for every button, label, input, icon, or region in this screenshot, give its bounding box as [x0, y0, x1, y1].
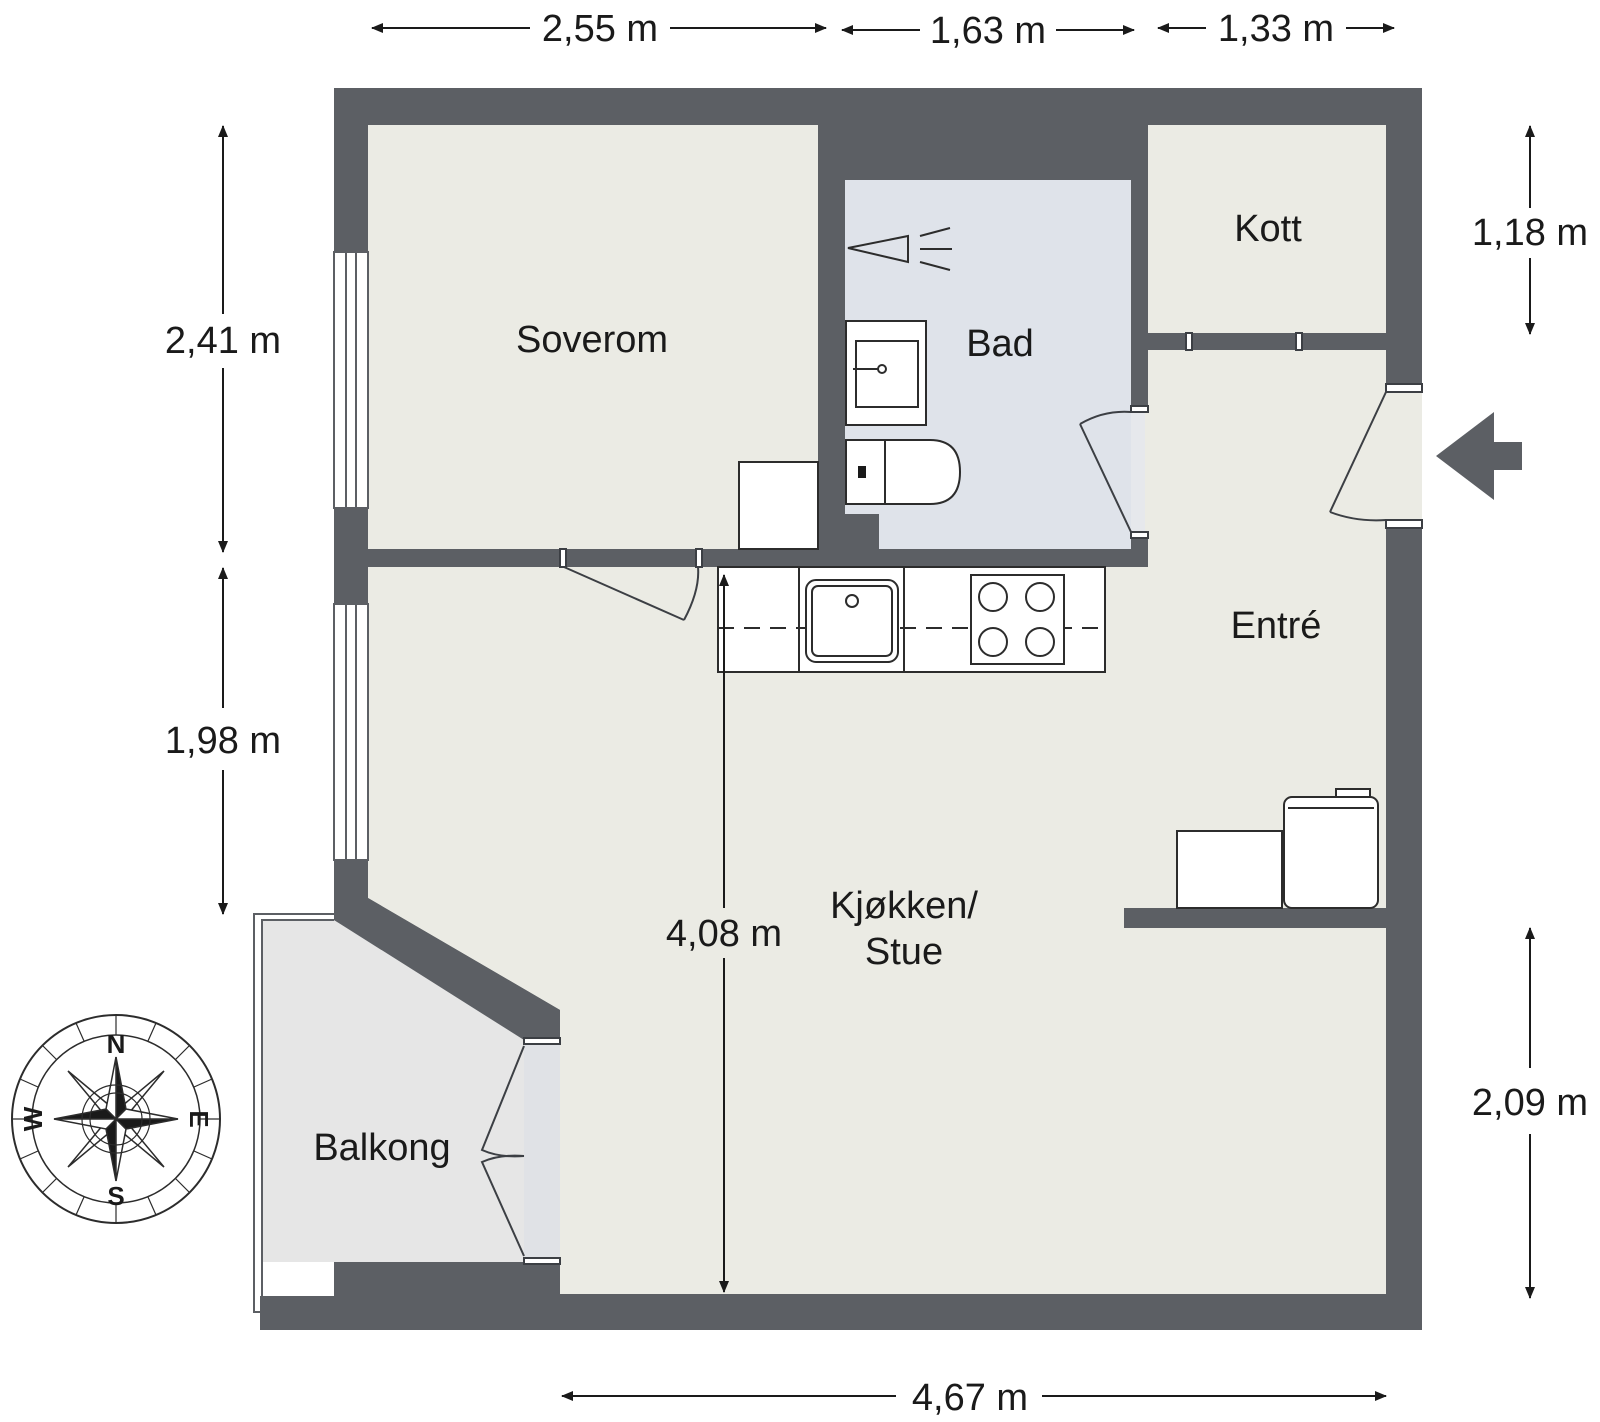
dimension-lines: [218, 23, 1535, 1401]
dim-left-upper: 2,41 m: [165, 320, 281, 362]
compass-s: S: [107, 1181, 124, 1211]
inner-vertical-measure: [654, 574, 794, 1293]
window-stue: [333, 603, 369, 861]
dimension-labels: 2,55 m 1,63 m 1,33 m 2,41 m 1,98 m 1,18 …: [165, 8, 1588, 1419]
door-jamb-bad-top: [1130, 405, 1149, 413]
wall-bad-stub: [845, 514, 879, 554]
room-label-kott: Kott: [1234, 208, 1302, 250]
door-jamb-entre-top: [1385, 383, 1423, 393]
wall-balkong-stub-bottom: [524, 1262, 560, 1296]
door-jamb-kott-left: [1185, 332, 1193, 351]
kitchen-sink: [805, 579, 899, 663]
compass-n: N: [107, 1029, 126, 1059]
bad-door-zone: [1131, 412, 1145, 534]
door-jamb-entre-bottom: [1385, 519, 1423, 529]
wall-bad-bottom: [845, 549, 1148, 567]
kott-floor: [1148, 125, 1386, 333]
fixtures: [717, 227, 1379, 909]
shower-icon: [847, 227, 952, 271]
door-soverom: [563, 566, 700, 621]
washing-machine: [1283, 796, 1379, 909]
entre-door-opening: [1376, 392, 1422, 520]
room-labels: Soverom Bad Kott Entré Kjøkken/ Stue Bal…: [313, 208, 1321, 1169]
door-jamb-soverom-left: [559, 548, 567, 568]
dim-top-left: 2,55 m: [542, 8, 658, 50]
door-entre: [1329, 391, 1387, 522]
door-jamb-soverom-right: [695, 548, 703, 568]
dim-right-upper: 1,18 m: [1472, 212, 1588, 254]
door-bad: [1079, 410, 1132, 533]
soverom-cabinet: [738, 461, 819, 550]
wall-soverom-bottom-left: [368, 549, 564, 567]
wall-kott-bottom-right: [1298, 333, 1386, 350]
dim-top-middle: 1,63 m: [930, 10, 1046, 52]
compass-e: E: [184, 1110, 214, 1127]
room-label-entre: Entré: [1231, 605, 1322, 647]
main-floor: [368, 350, 1386, 1294]
wall-kott-bottom-left: [1148, 333, 1192, 350]
windows: [333, 251, 369, 861]
dim-top-right: 1,33 m: [1218, 8, 1334, 50]
interior-walls: [334, 125, 1386, 1296]
compass-rose-icon: N S E W: [11, 1014, 221, 1224]
room-label-kjokken: Kjøkken/: [830, 885, 978, 927]
dim-left-lower: 1,98 m: [165, 720, 281, 762]
balkong-door-zone: [524, 1044, 560, 1260]
balkong-railing: [253, 913, 334, 1313]
room-label-soverom: Soverom: [516, 319, 668, 361]
doors: [480, 332, 1423, 1265]
room-label-bad: Bad: [966, 323, 1034, 365]
dim-right-lower: 2,09 m: [1472, 1082, 1588, 1124]
room-label-balkong: Balkong: [313, 1127, 450, 1169]
room-label-stue: Stue: [865, 931, 943, 973]
wall-soverom-bottom-right: [698, 549, 818, 567]
dim-inner-vertical: 4,08 m: [666, 913, 782, 955]
compass-w: W: [18, 1106, 48, 1131]
wall-diagonal: [334, 898, 560, 1040]
door-jamb-balkong-top: [523, 1037, 561, 1045]
window-soverom: [333, 251, 369, 509]
entry-arrow-icon: [1436, 412, 1522, 500]
dim-bottom: 4,67 m: [912, 1377, 1028, 1419]
entre-cabinet: [1176, 830, 1283, 909]
door-jamb-balkong-bottom: [523, 1257, 561, 1265]
door-jamb-bad-bottom: [1130, 531, 1149, 539]
wall-bad-top: [845, 125, 1131, 180]
wall-soverom-bad: [818, 125, 845, 567]
balkong-floor: [262, 920, 524, 1262]
wall-entre-shelf: [1124, 908, 1386, 928]
wall-bad-kott: [1131, 125, 1148, 412]
door-balkong: [480, 1045, 525, 1257]
door-jamb-kott-right: [1295, 332, 1303, 351]
